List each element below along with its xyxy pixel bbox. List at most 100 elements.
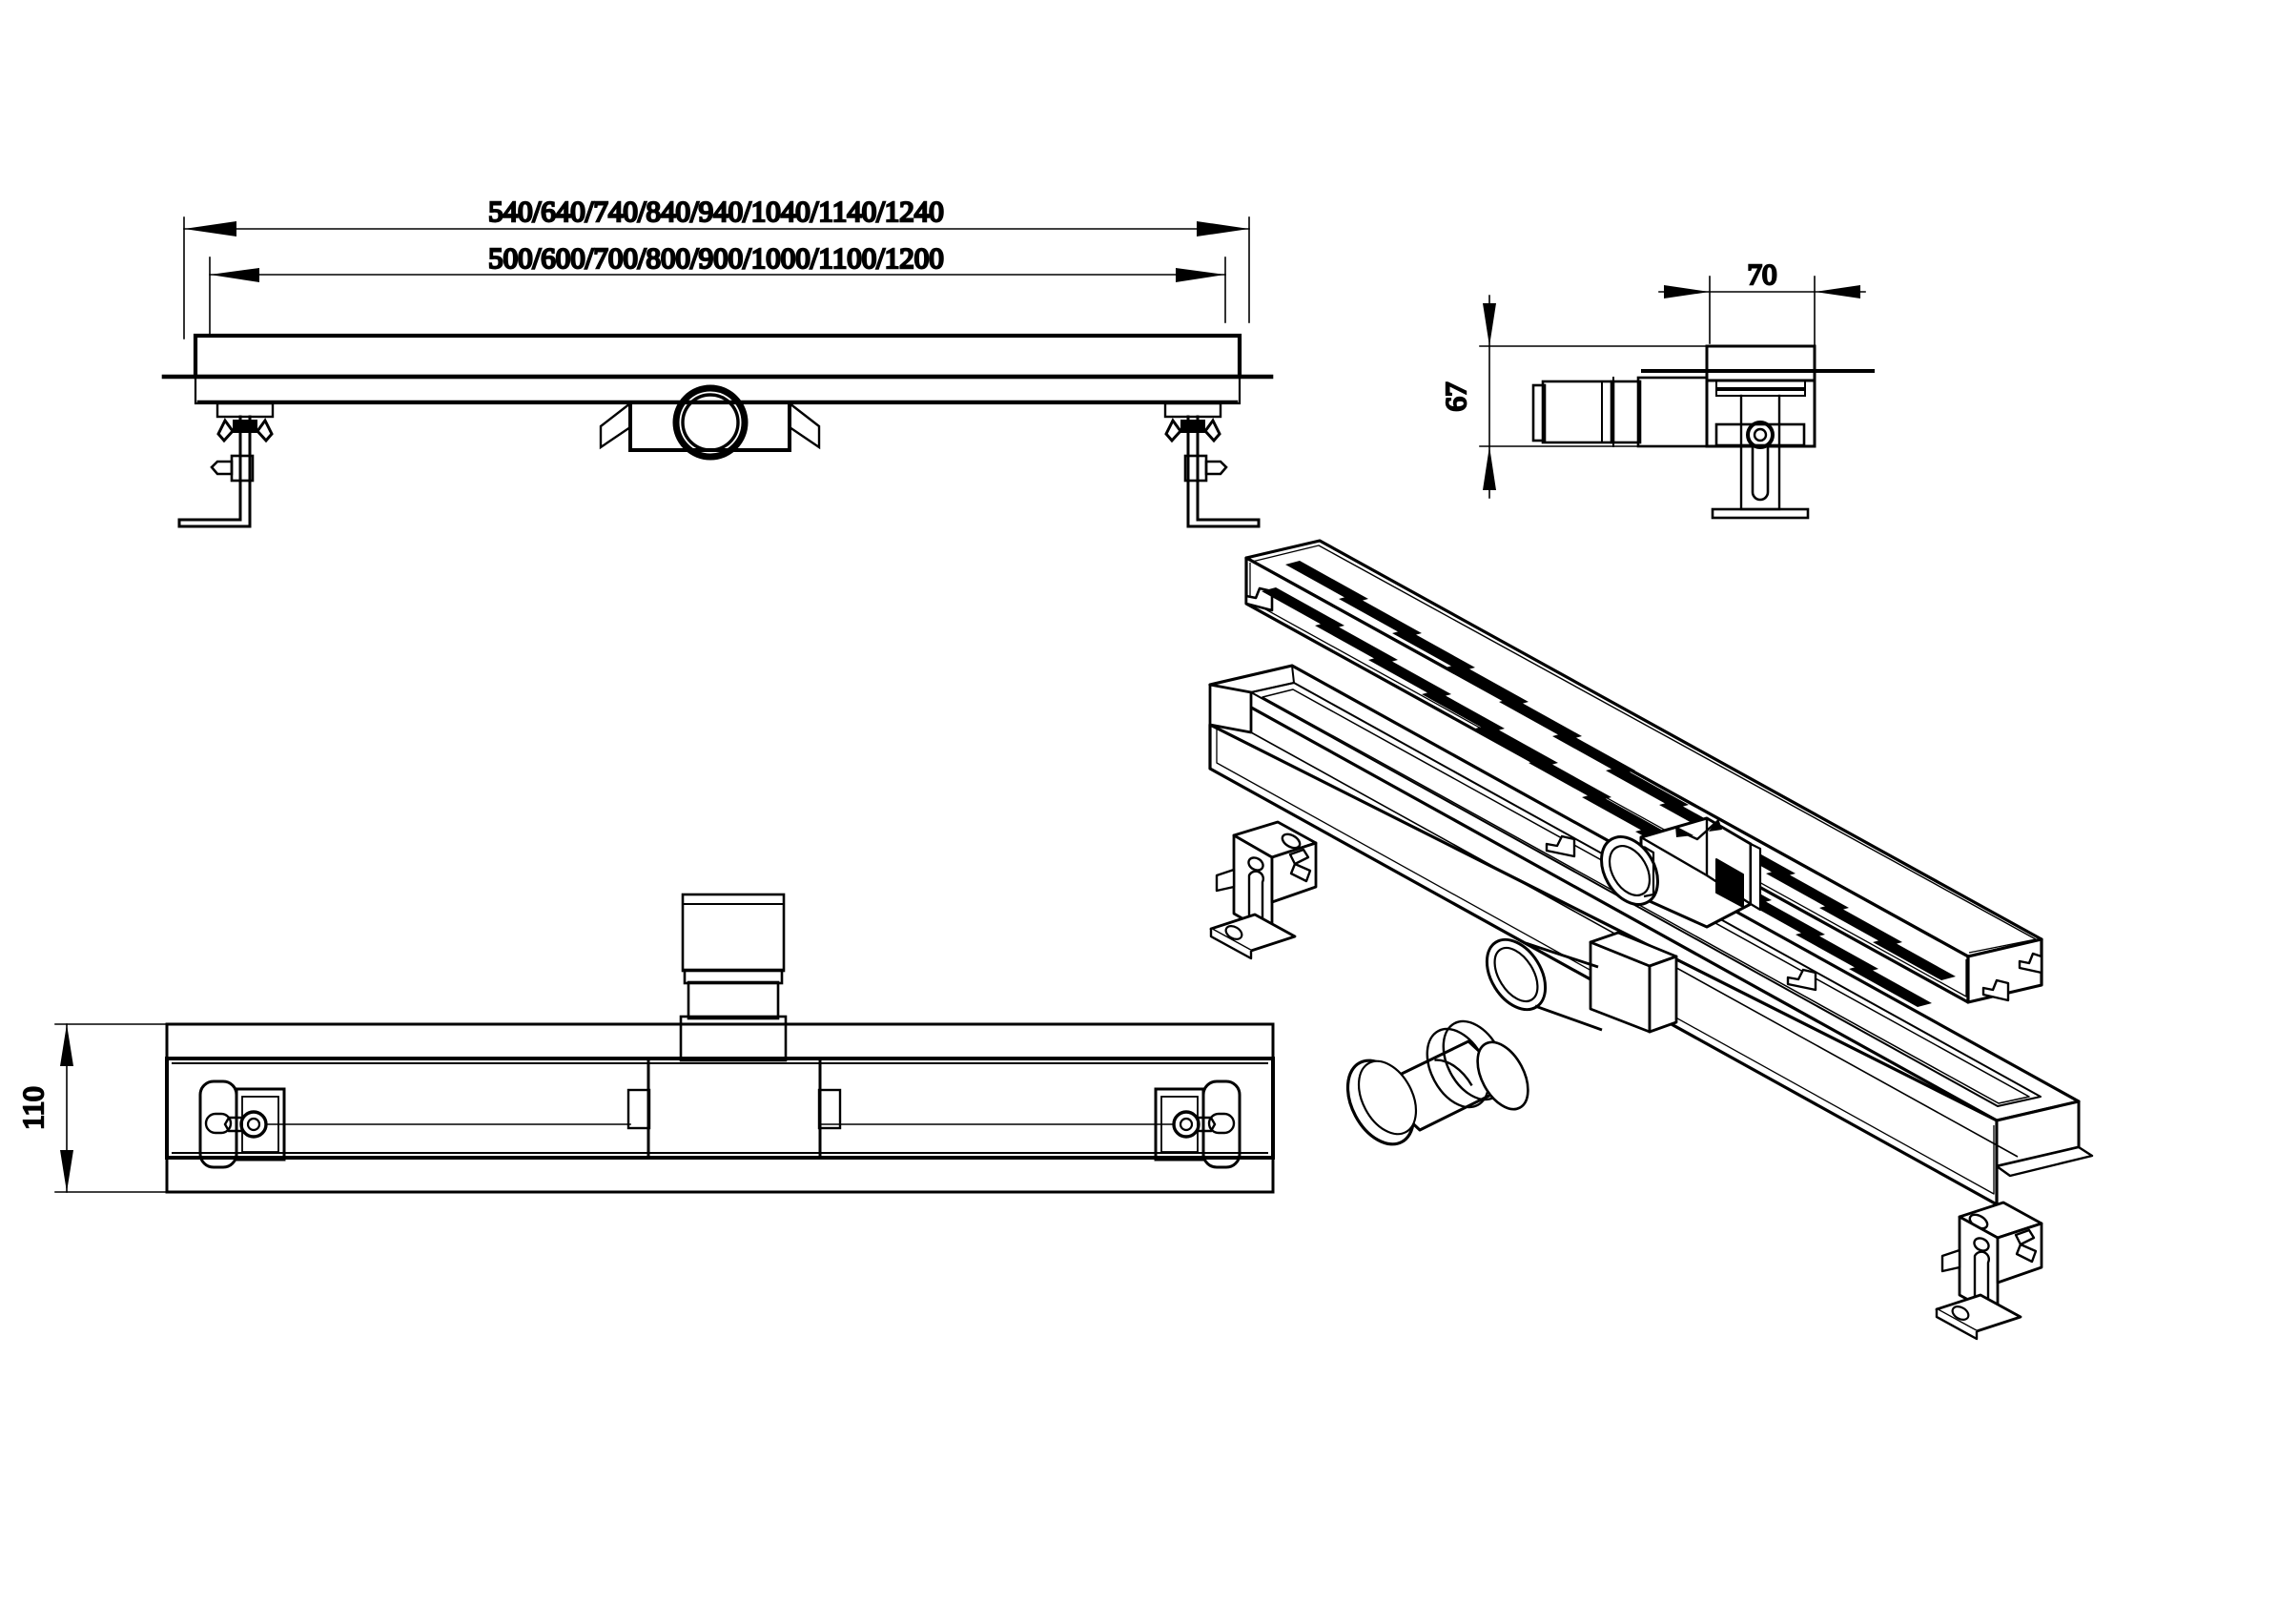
right-adjustable-leg: [1163, 401, 1261, 528]
left-leg-top-plate: [215, 401, 275, 419]
side-section-view: 70 67: [1438, 257, 1875, 520]
right-bracket-wingbolt-b: [2015, 1243, 2038, 1264]
grate-slot-u11: [1819, 904, 1902, 946]
dim-arrow-67-bottom: [1483, 446, 1496, 490]
grate-slot-u7: [1606, 767, 1689, 809]
grate-slot-l12: [1849, 965, 1932, 1007]
left-wingnut-hub: [233, 420, 257, 433]
left-bracket-hole: [1247, 856, 1264, 872]
left-foot-inner: [177, 494, 242, 522]
left-bracket-top-hole: [1281, 833, 1302, 850]
grate-slot-l1: [1262, 587, 1344, 629]
elbow-spigot-barrel: [1525, 941, 1603, 1032]
dim-arrow-70-left: [1664, 285, 1710, 298]
plan-right-wingnut-wing: [1197, 1116, 1217, 1133]
right-leg-top-plate: [1163, 401, 1222, 419]
right-foot-inner: [1196, 494, 1261, 522]
trap-pipe-ring-a: [1434, 1059, 1473, 1086]
dim-arrow-right-outer: [1197, 221, 1249, 236]
side-leg-top-plate: [1715, 387, 1806, 397]
grate-slot-u6: [1552, 732, 1635, 774]
outlet-box-edge-b: [1640, 835, 1708, 877]
outlet-right-taper: [788, 401, 821, 450]
right-wingnut-blade-b: [1203, 418, 1221, 443]
dim-arrow-110-bottom: [60, 1150, 73, 1192]
plan-left-leg-bracket: [198, 1079, 631, 1169]
dim-overall-length-label: 540/640/740/840/940/1040/1140/1240: [488, 195, 944, 228]
plan-right-leg-bracket: [818, 1079, 1242, 1169]
left-bracket-wingbolt-a: [1288, 848, 1310, 866]
side-leg-base-plate: [1711, 507, 1810, 520]
dim-arrow-left-inner: [210, 268, 259, 282]
outlet-box-assembly: [1600, 816, 1762, 929]
plan-spigot-top: [681, 893, 786, 973]
left-bracket-base-plate: [1209, 913, 1297, 953]
right-bracket-wingbolt-a: [2014, 1228, 2036, 1246]
left-mounting-bracket: [1209, 820, 1318, 960]
dim-channel-length-label: 500/600/700/800/900/1000/1100/1200: [488, 241, 944, 275]
outlet-pipe-outer-circle: [672, 384, 749, 461]
grate-right-end-wall: [1966, 937, 2043, 1004]
plan-spigot-base: [679, 1015, 788, 1062]
grate-slot-l10: [1742, 896, 1825, 938]
grate-front-wall-inner: [1249, 563, 1967, 997]
left-screw-head: [210, 460, 234, 476]
pipe-segment-b: [1610, 380, 1642, 444]
side-leg-slot: [1751, 446, 1770, 502]
right-foot-outer: [1186, 494, 1261, 528]
grate-slot-u12: [1873, 938, 1956, 980]
slotted-grate-cover: [1244, 539, 2043, 1007]
trough-flange-notch-b: [1786, 968, 1817, 992]
dim-arrow-70-right: [1815, 285, 1860, 298]
left-bracket-base-edge: [1209, 929, 1253, 960]
dim-arrow-110-top: [60, 1024, 73, 1066]
drop-pipe-side: [1648, 955, 1678, 1034]
grate-slot-row-upper: [1285, 561, 1956, 980]
outlet-pipe-inner-circle: [681, 393, 740, 452]
plan-left-wingnut-wing: [223, 1116, 243, 1133]
right-bracket-hole: [1973, 1237, 1990, 1252]
bottom-plan-view: 110: [15, 893, 1275, 1194]
side-wingnut-hub-outer: [1746, 421, 1775, 449]
right-bracket-base-hole: [1951, 1305, 1970, 1321]
elbow-spigot-bore: [1493, 946, 1539, 1003]
outlet-flow-arrow-head: [1675, 826, 1693, 837]
left-bracket-stub: [1215, 868, 1236, 893]
outlet-boss-collar: [1643, 846, 1655, 898]
side-body-inner-lip: [1715, 380, 1806, 391]
dim-channel-length: [209, 257, 1226, 338]
trough-left-corner-edge: [1250, 665, 1295, 732]
dim-body-width-label: 70: [1748, 257, 1777, 291]
left-adjustable-leg: [177, 401, 275, 528]
left-wingnut-blade-a: [216, 418, 235, 443]
grate-slot-l2: [1315, 622, 1398, 664]
grate-slot-l3: [1368, 656, 1451, 698]
pipe-end-rim: [1531, 383, 1547, 442]
side-wingnut-hub-inner: [1753, 427, 1768, 442]
grate-slot-l5: [1475, 725, 1558, 767]
grate-slot-l6: [1529, 759, 1611, 801]
side-outlet-pipe: [1531, 376, 1709, 448]
grate-slot-u10: [1766, 870, 1849, 912]
trap-pipe: [1345, 1019, 1529, 1146]
outlet-flow-arrow-tip: [1709, 818, 1722, 832]
grate-right-notch-a: [1981, 978, 2010, 1002]
plan-left-wingnut-inner: [246, 1117, 261, 1132]
trough-left-lip: [1208, 683, 1253, 734]
grate-cover-profile: [161, 333, 1274, 405]
outlet-boss-inner: [1608, 845, 1652, 896]
dim-arrow-right-inner: [1176, 268, 1225, 282]
plan-center-outlet: [626, 893, 842, 1160]
left-bracket-base-hole: [1224, 925, 1243, 940]
plan-outlet-lug-left: [626, 1088, 651, 1130]
grate-slot-u4: [1446, 664, 1529, 706]
trough-right-end-step: [1995, 1145, 2094, 1178]
grate-slot-l11: [1796, 931, 1878, 973]
plan-left-bracket-slot: [204, 1112, 233, 1135]
left-bracket-wingbolt-b: [1289, 862, 1312, 883]
channel-body-band: [194, 375, 1242, 405]
pipe-segment-c: [1636, 376, 1709, 448]
grate-slot-u1: [1285, 561, 1368, 603]
trap-pipe-end-bore: [1357, 1059, 1418, 1136]
